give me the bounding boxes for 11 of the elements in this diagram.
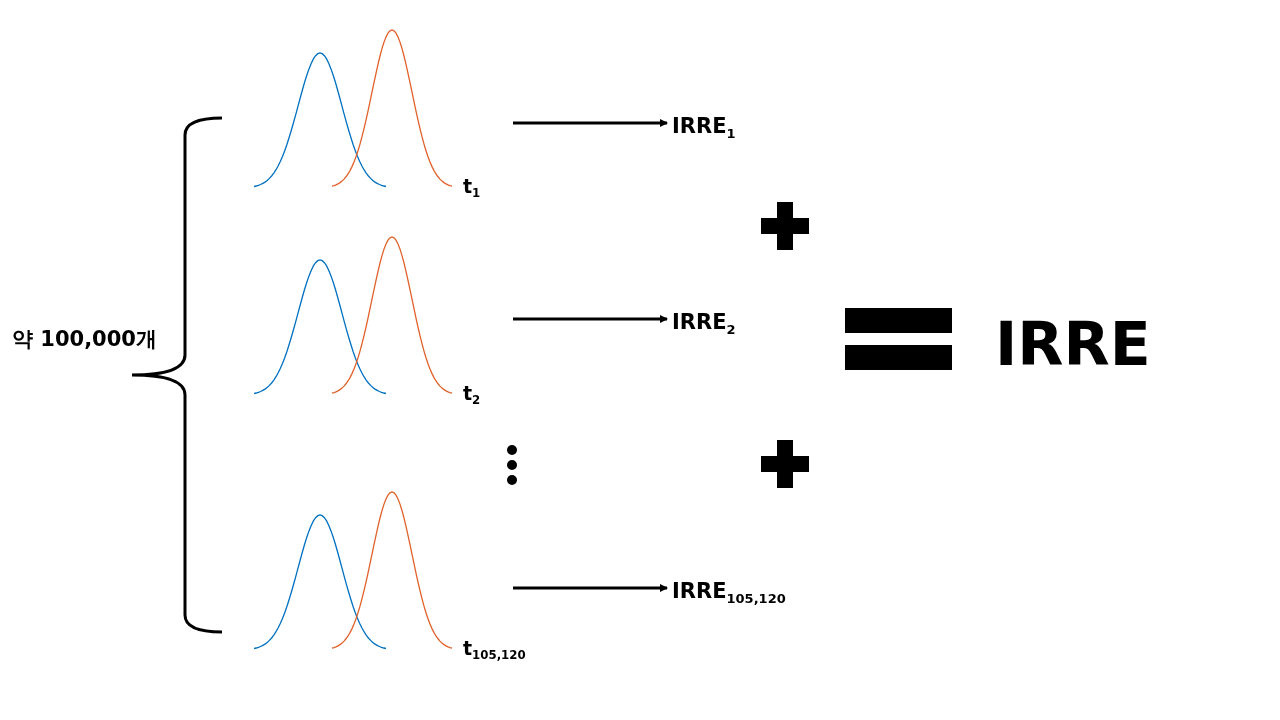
time-label: t$_{1}$: [463, 175, 481, 197]
result-label: IRRE: [995, 309, 1151, 379]
time-label: t$_{105,120}$: [463, 637, 526, 659]
arrow: [513, 315, 668, 323]
time-label: t$_{2}$: [463, 382, 481, 404]
arrow: [513, 584, 668, 592]
count-label: 약 100,000개: [12, 326, 157, 353]
term-label: IRRE$_{1}$: [672, 114, 736, 138]
term-label: IRRE$_{105,120}$: [672, 579, 786, 603]
arrow: [513, 119, 668, 127]
term-label: IRRE$_{2}$: [672, 310, 736, 334]
